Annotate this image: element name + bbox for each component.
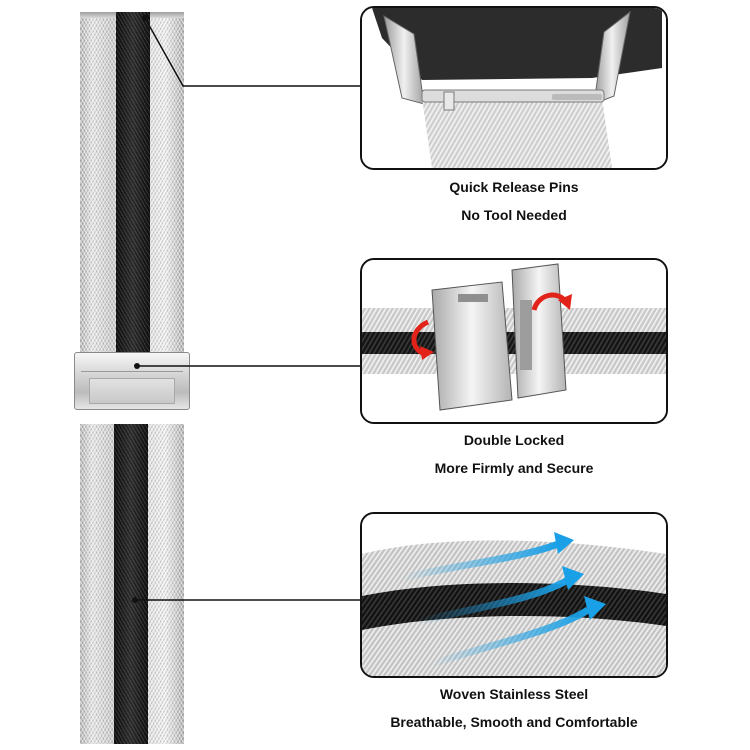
strap-black-stripe (116, 12, 150, 355)
detail-panel-quick-release (360, 6, 668, 170)
caption-woven-steel-title: Woven Stainless Steel (439, 686, 589, 702)
strap-black-stripe (114, 424, 148, 744)
callout-dot-clasp (134, 363, 140, 369)
strap-lower-mesh (80, 424, 184, 744)
blue-flow-arrow-icon (430, 607, 590, 668)
detail-panel-double-locked (360, 258, 668, 424)
caption-double-locked-title: Double Locked (463, 432, 565, 448)
strap-upper-mesh (80, 12, 184, 355)
callout-dot-mesh (132, 597, 138, 603)
caption-quick-release-subtitle: No Tool Needed (461, 207, 567, 223)
callout-dot-quick-release (142, 15, 148, 21)
caption-woven-steel-subtitle: Breathable, Smooth and Comfortable (390, 714, 638, 730)
detail-panel-woven-steel (360, 512, 668, 678)
caption-double-locked-subtitle: More Firmly and Secure (434, 460, 594, 476)
folding-buckle (431, 281, 513, 411)
blue-flow-arrow-icon (417, 576, 570, 626)
mesh-band-detail (422, 98, 612, 168)
blue-flow-arrow-icon (401, 540, 560, 582)
magnetic-clasp (74, 352, 190, 410)
caption-quick-release-title: Quick Release Pins (449, 179, 579, 195)
callout-line-quick-release (144, 17, 360, 87)
clasp-lip (81, 371, 183, 372)
mesh-watch-strap (80, 12, 184, 744)
watch-case-back (372, 8, 662, 80)
clasp-plate (89, 378, 175, 404)
